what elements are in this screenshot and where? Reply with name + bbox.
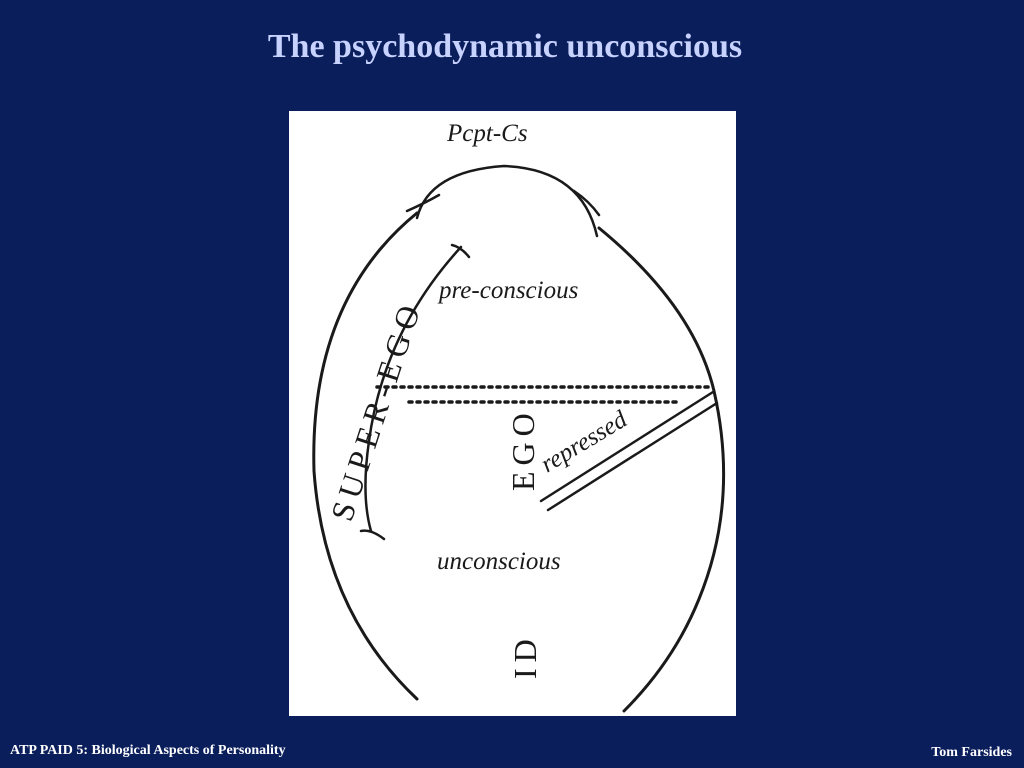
psyche-outline-left [312, 211, 419, 701]
slide-title: The psychodynamic unconscious [267, 28, 743, 65]
label-ego: EGO [505, 407, 541, 491]
super-ego-arc [364, 245, 463, 533]
label-id: ID [507, 633, 543, 679]
label-unconscious: unconscious [437, 548, 561, 575]
pcpt-cs-arc [415, 164, 599, 238]
pcpt-cs-right-tick [572, 189, 601, 217]
label-super-ego: SUPER-EGO [323, 295, 428, 525]
footer-course: ATP PAID 5: Biological Aspects of Person… [10, 743, 286, 758]
label-pcpt-cs: Pcpt-Cs [446, 120, 528, 147]
repression-line-1 [539, 390, 715, 503]
super-ego-arc-bottom-tick [359, 529, 386, 541]
psyche-outline-right [597, 226, 726, 713]
pcpt-cs-left-tick [405, 193, 441, 213]
super-ego-arc-top-tick [450, 243, 471, 259]
label-repressed: repressed [536, 406, 632, 479]
psyche-diagram-svg: Pcpt-Cs pre-conscious SUPER-EGO EGO repr… [312, 120, 726, 713]
label-pre-conscious: pre-conscious [437, 277, 578, 304]
footer-author: Tom Farsides [931, 745, 1012, 760]
repression-line-2 [546, 401, 719, 512]
psyche-diagram: Pcpt-Cs pre-conscious SUPER-EGO EGO repr… [289, 111, 736, 716]
